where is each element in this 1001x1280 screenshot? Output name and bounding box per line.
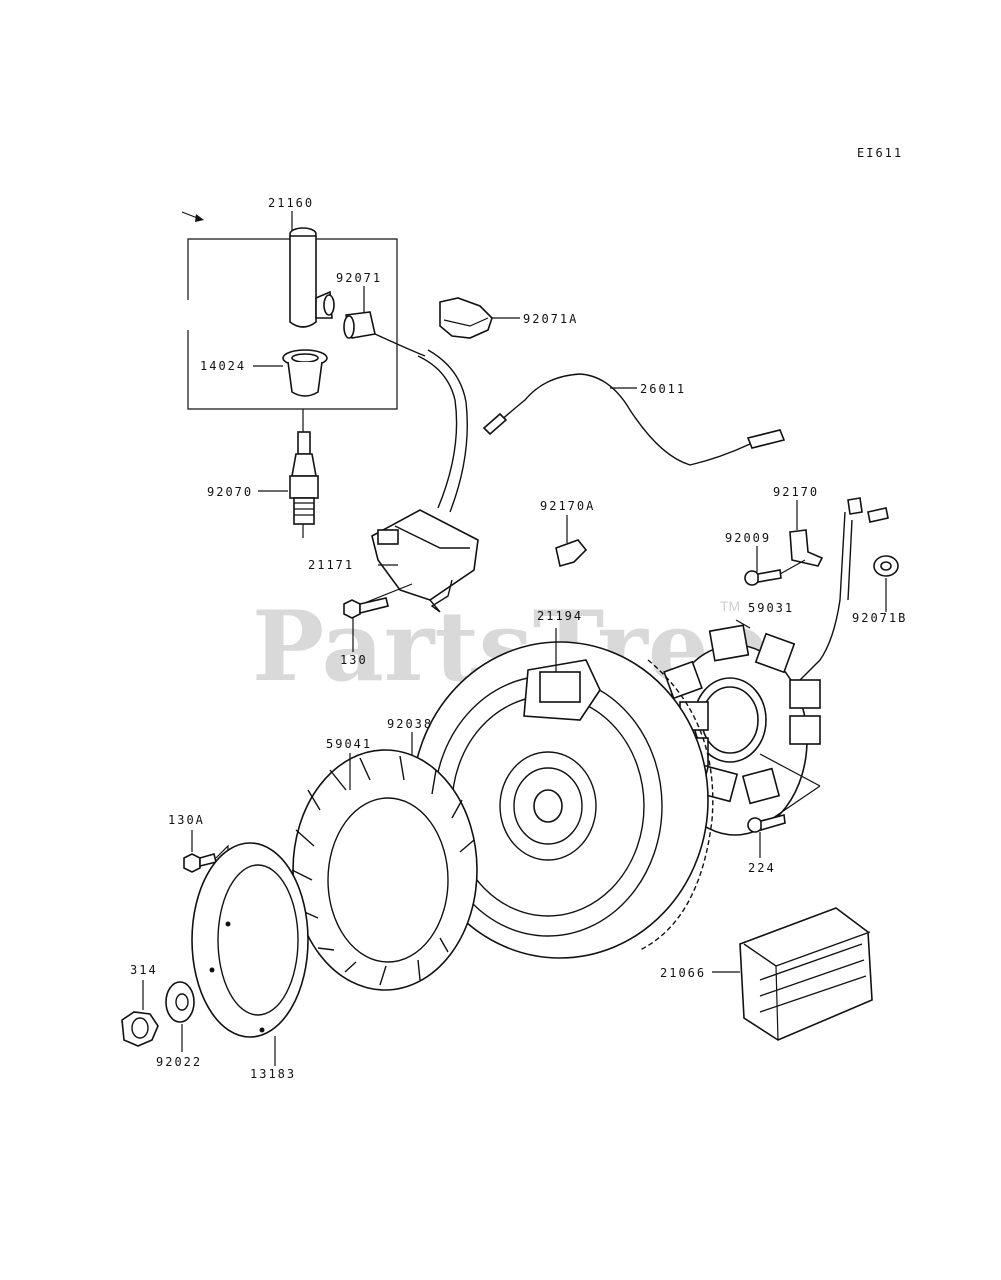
part-label-92071[interactable]: 92071 xyxy=(336,271,382,285)
front-arrow-icon xyxy=(181,211,204,222)
washer-92022[interactable] xyxy=(165,981,195,1052)
bolt-130[interactable] xyxy=(343,597,389,652)
diagram-code: EI611 xyxy=(857,146,903,160)
part-label-21171[interactable]: 21171 xyxy=(308,558,354,572)
plate-13183[interactable] xyxy=(191,842,309,1066)
part-label-130[interactable]: 130 xyxy=(340,653,368,667)
regulator-21066[interactable] xyxy=(712,907,873,1041)
stator-59031[interactable] xyxy=(662,619,821,836)
part-label-224[interactable]: 224 xyxy=(748,861,776,875)
screw-92009[interactable] xyxy=(744,546,806,586)
part-label-21066[interactable]: 21066 xyxy=(660,966,706,980)
part-label-92009[interactable]: 92009 xyxy=(725,531,771,545)
cooling-fan-59041[interactable] xyxy=(291,749,478,991)
part-label-130A[interactable]: 130A xyxy=(168,813,205,827)
part-label-59031[interactable]: 59031 xyxy=(748,601,794,615)
part-label-314[interactable]: 314 xyxy=(130,963,158,977)
screw-224[interactable] xyxy=(747,813,786,858)
nut-314[interactable] xyxy=(121,980,159,1047)
plug-boot-92071[interactable] xyxy=(343,286,376,339)
grommet-92071A[interactable] xyxy=(439,297,520,339)
clamp-92170A[interactable] xyxy=(555,515,588,568)
part-label-92038[interactable]: 92038 xyxy=(387,717,433,731)
grommet-92071B[interactable] xyxy=(873,555,899,612)
part-label-92070[interactable]: 92070 xyxy=(207,485,253,499)
part-label-92071A[interactable]: 92071A xyxy=(523,312,578,326)
part-label-26011[interactable]: 26011 xyxy=(640,382,686,396)
part-label-92071B[interactable]: 92071B xyxy=(852,611,907,625)
part-label-21160[interactable]: 21160 xyxy=(268,196,314,210)
spark-plug-92070[interactable] xyxy=(258,409,319,538)
clamp-92170[interactable] xyxy=(789,497,889,681)
part-label-92022[interactable]: 92022 xyxy=(156,1055,202,1069)
ignition-coil-21171[interactable] xyxy=(361,333,479,613)
grommet-14024[interactable] xyxy=(253,349,328,397)
part-label-14024[interactable]: 14024 xyxy=(200,359,246,373)
part-label-92170[interactable]: 92170 xyxy=(773,485,819,499)
part-label-92170A[interactable]: 92170A xyxy=(540,499,595,513)
watermark-tm: TM xyxy=(720,598,740,614)
part-label-13183[interactable]: 13183 xyxy=(250,1067,296,1081)
lead-wire-26011[interactable] xyxy=(482,373,786,466)
part-label-59041[interactable]: 59041 xyxy=(326,737,372,751)
part-label-21194[interactable]: 21194 xyxy=(537,609,583,623)
spark-plug-cap[interactable] xyxy=(289,227,335,328)
